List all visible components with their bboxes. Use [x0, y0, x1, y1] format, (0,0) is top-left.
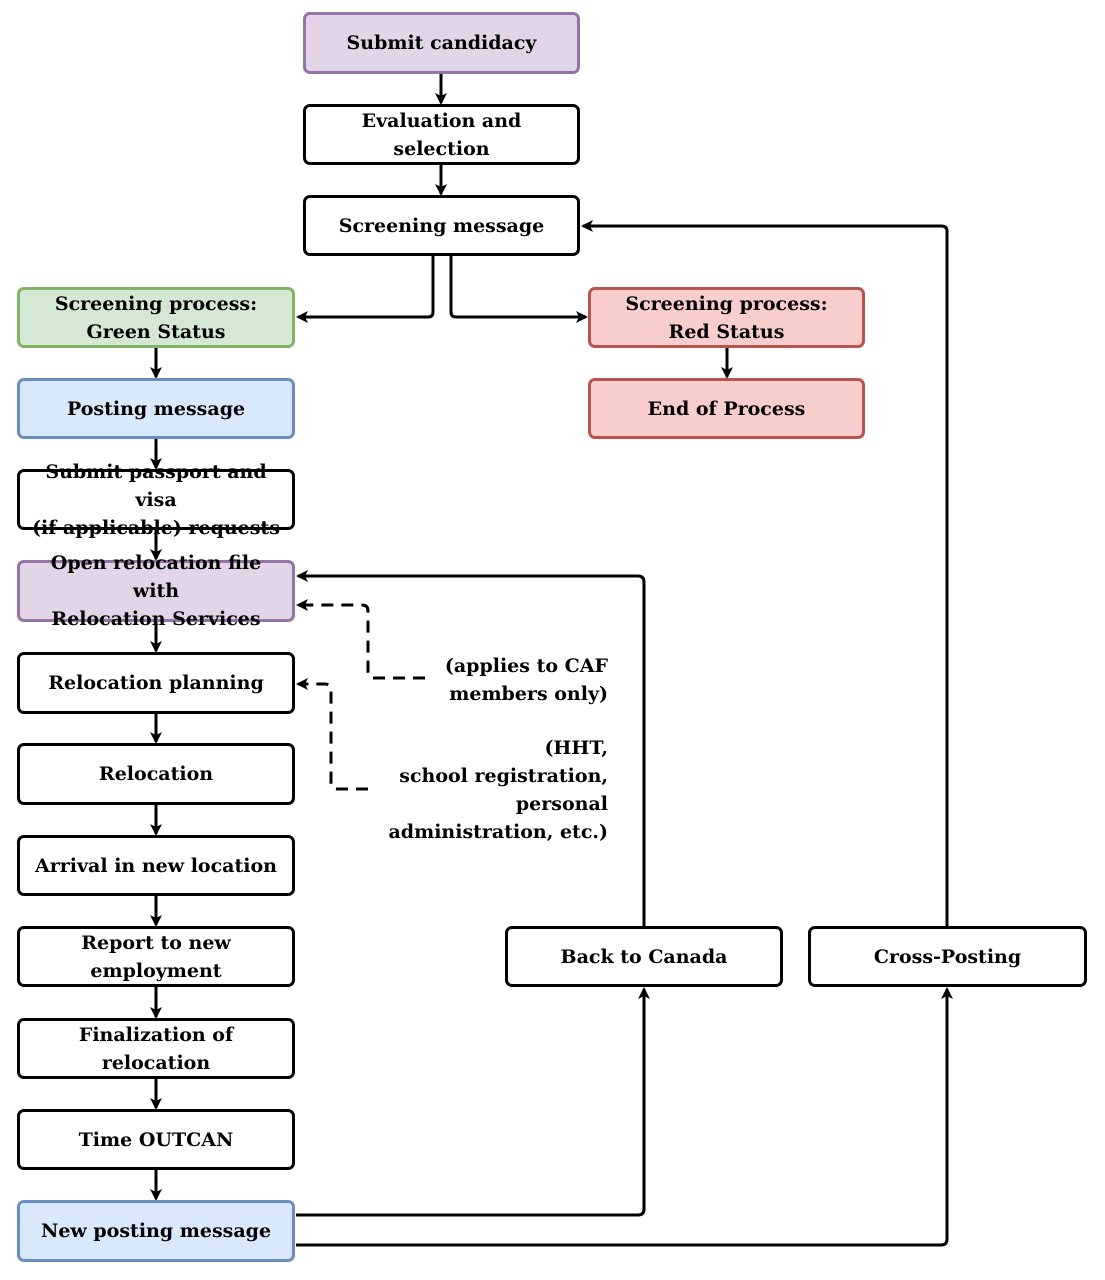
arrow-newposting-to-backcanada: [296, 987, 650, 1217]
back-to-canada-node: Back to Canada: [505, 926, 783, 987]
arrow-screening-to-green: [296, 256, 435, 323]
submit-candidacy-node: Submit candidacy: [303, 12, 580, 74]
relocation-node: Relocation: [17, 743, 295, 805]
relocation-planning-node: Relocation planning: [17, 652, 295, 714]
screening-message-node: Screening message: [303, 195, 580, 256]
arrival-node: Arrival in new location: [17, 835, 295, 896]
arrow-screening-to-red: [449, 256, 588, 323]
hht-note: (HHT, school registration, personal admi…: [388, 737, 609, 843]
evaluation-node: Evaluation and selection: [303, 104, 580, 165]
arrow-newposting-to-crossposting: [296, 987, 953, 1247]
cross-posting-node: Cross-Posting: [808, 926, 1087, 987]
new-posting-message-node: New posting message: [17, 1200, 295, 1262]
red-status-node: Screening process: Red Status: [588, 287, 865, 348]
finalization-node: Finalization of relocation: [17, 1018, 295, 1079]
dashed-caf-connector: [296, 599, 425, 680]
time-outcan-node: Time OUTCAN: [17, 1109, 295, 1170]
report-employment-node: Report to new employment: [17, 926, 295, 987]
arrow-backcanada-to-open: [296, 570, 646, 926]
green-status-node: Screening process: Green Status: [17, 287, 295, 348]
caf-members-note: (applies to CAF members only): [444, 655, 608, 705]
posting-message-node: Posting message: [17, 378, 295, 439]
open-relocation-node: Open relocation file with Relocation Ser…: [17, 552, 295, 630]
dashed-hht-connector: [296, 678, 368, 791]
arrow-crossposting-to-screening: [581, 220, 949, 926]
passport-visa-node: Submit passport and visa (if applicable)…: [17, 461, 295, 539]
end-of-process-node: End of Process: [588, 378, 865, 439]
